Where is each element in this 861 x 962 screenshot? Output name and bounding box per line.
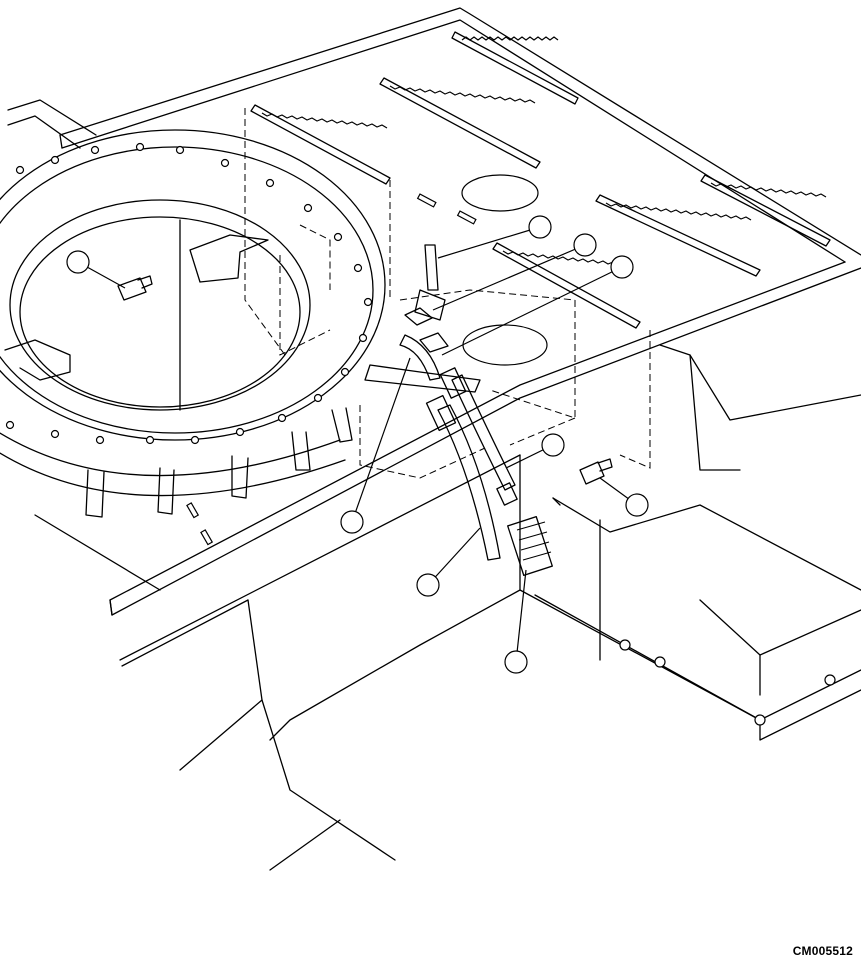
track-frame (34, 344, 861, 871)
swing-ring (0, 129, 386, 518)
deck-plate (7, 7, 861, 667)
callout-7 (541, 433, 565, 457)
bolt-right (579, 458, 613, 485)
fitting-adapter (507, 515, 553, 577)
callout-4 (610, 255, 634, 279)
callout-8 (625, 493, 649, 517)
hidden-panels (244, 108, 651, 479)
bolt-left (117, 275, 153, 301)
rib-slots (250, 31, 831, 329)
ring-bracket (4, 219, 269, 411)
ring-lugs (85, 407, 353, 518)
callout-2 (528, 215, 552, 239)
callouts (66, 215, 649, 674)
callout-6 (416, 573, 440, 597)
ring-bolt-holes (5, 142, 373, 445)
callout-5 (340, 510, 364, 534)
callout-1 (66, 250, 90, 274)
callout-3 (573, 233, 597, 257)
drawing-number: CM005512 (792, 944, 853, 958)
hose-assembly (364, 244, 553, 577)
callout-9 (504, 650, 528, 674)
